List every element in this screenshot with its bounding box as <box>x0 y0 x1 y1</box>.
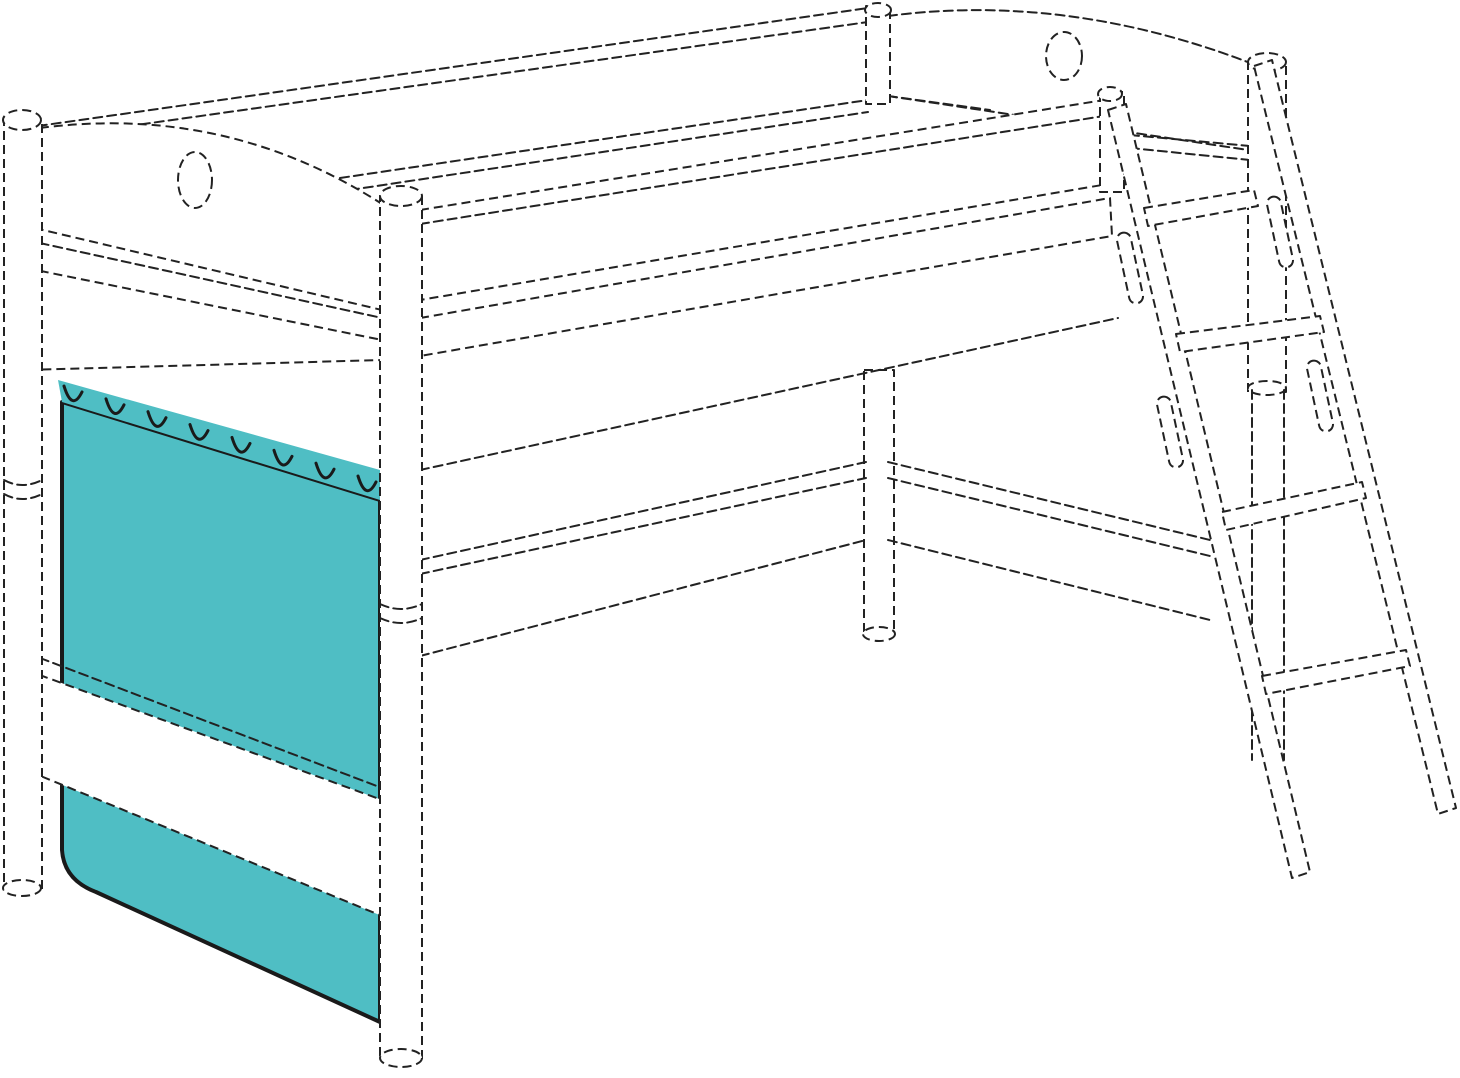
post-back-middle <box>862 2 896 642</box>
ladder-slot <box>1305 359 1335 433</box>
curtain-loop <box>314 461 336 480</box>
ladder-rung <box>1175 315 1325 353</box>
left-end-frame <box>25 122 383 371</box>
curtain-loop <box>62 384 84 403</box>
ladder-rung <box>1221 481 1367 531</box>
curtain-top-hem <box>58 380 380 500</box>
post-front-left <box>2 109 43 897</box>
curtain-loops <box>62 384 378 493</box>
curtain-loop <box>146 410 168 428</box>
curtain-loop <box>356 474 378 493</box>
curtain-loop <box>230 435 252 454</box>
headboard-hole-front <box>177 151 213 209</box>
post-front-center <box>379 185 423 1068</box>
curtain-loop <box>188 423 210 441</box>
curtain-loop <box>104 397 126 415</box>
ladder-rungs <box>1143 189 1411 695</box>
curtain-loop <box>272 448 294 467</box>
ladder-slot <box>1265 195 1295 269</box>
ladder <box>1107 59 1457 879</box>
ladder-rung <box>1261 649 1411 695</box>
ladder-slots <box>1115 195 1335 469</box>
ladder-slot <box>1115 231 1145 305</box>
ladder-rung <box>1143 189 1259 227</box>
headboard-hole-back <box>1045 31 1083 81</box>
ladder-slot <box>1155 395 1185 469</box>
front-long-side <box>419 99 1119 657</box>
lower-back-rails <box>887 461 1211 621</box>
